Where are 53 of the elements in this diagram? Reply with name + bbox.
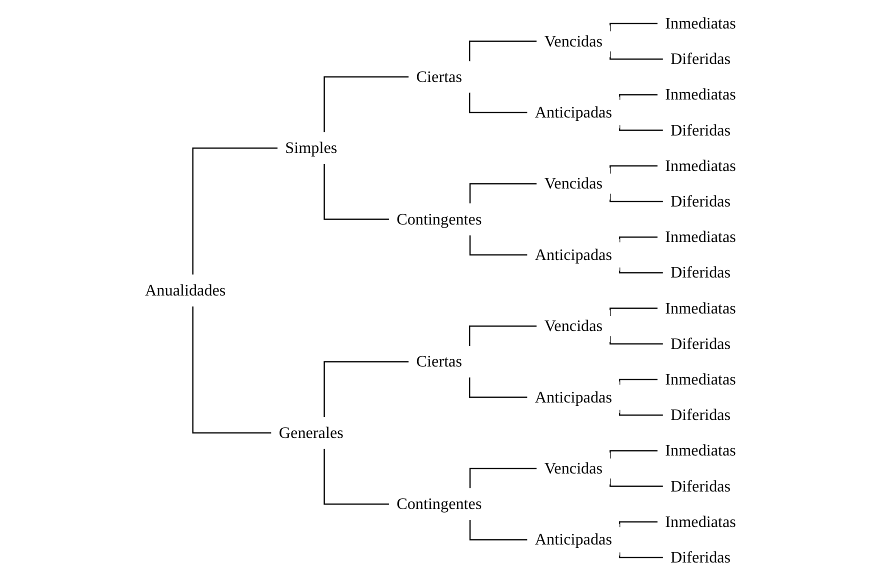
connector [192, 147, 278, 275]
node-text: Anticipadas [534, 530, 612, 548]
node-text: Diferidas [670, 548, 731, 566]
node-text: Contingentes [396, 494, 482, 513]
node-text: Inmediatas [665, 228, 736, 246]
connector [468, 40, 537, 62]
connector [469, 235, 528, 256]
node-text: Contingentes [396, 210, 482, 228]
connector [469, 520, 528, 540]
connector [469, 183, 537, 204]
connector [618, 94, 658, 100]
node-text: Diferidas [670, 121, 731, 140]
node-text: Generales [278, 424, 344, 442]
node-text: Anticipadas [534, 246, 612, 264]
node-text: Vencidas [544, 174, 603, 192]
connector [468, 325, 537, 346]
node-text: Diferidas [670, 263, 731, 282]
node-text: Anticipadas [534, 103, 612, 122]
node-text: Anticipadas [534, 388, 612, 406]
node-text: Diferidas [670, 192, 731, 210]
connector [192, 306, 272, 434]
node-text: Inmediatas [665, 156, 736, 175]
node-text: Anualidades [145, 281, 226, 300]
node-text: Diferidas [670, 334, 731, 353]
connector [618, 552, 663, 558]
node-text: Diferidas [670, 406, 731, 424]
connector [324, 76, 409, 132]
node-text: Inmediatas [665, 14, 736, 32]
connector [324, 448, 389, 505]
node-text: Diferidas [670, 477, 731, 496]
connector [618, 378, 658, 385]
node-text: Vencidas [544, 316, 603, 335]
connector [468, 92, 528, 114]
connector [468, 377, 528, 398]
node-text: Inmediatas [665, 370, 736, 388]
connector [618, 410, 663, 416]
connector [324, 361, 409, 417]
node-text: Inmediatas [665, 441, 736, 460]
node-text: Inmediatas [665, 512, 736, 531]
connector [618, 268, 663, 274]
connector [618, 125, 663, 131]
node-text: Ciertas [416, 352, 462, 370]
node-text: Diferidas [670, 50, 731, 68]
connector [469, 468, 537, 488]
node-text: Inmediatas [665, 85, 736, 104]
node-text: Vencidas [544, 32, 603, 50]
node-text: Simples [285, 138, 338, 157]
connector [618, 521, 658, 528]
node-text: Inmediatas [665, 299, 736, 318]
connector [618, 236, 658, 242]
node-text: Ciertas [416, 68, 462, 86]
connector [324, 164, 389, 220]
node-text: Vencidas [544, 459, 603, 478]
